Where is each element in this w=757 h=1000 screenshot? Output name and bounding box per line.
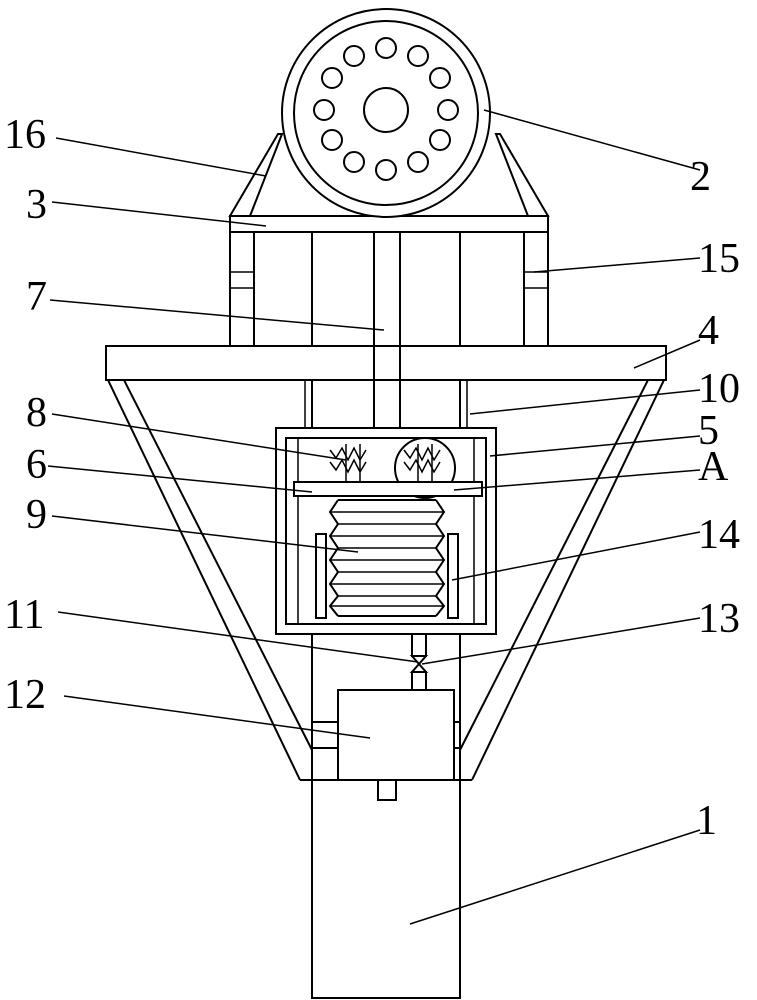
- guide-bars: [315, 533, 459, 619]
- label-15: 15: [698, 236, 740, 282]
- label-9: 9: [26, 492, 47, 538]
- pressure-plate: [293, 481, 483, 497]
- label-14: 14: [698, 512, 740, 558]
- detail-circle-a: [394, 437, 456, 499]
- wheel-bracket: [228, 133, 550, 217]
- part-labels: 16 2 3 15 7 4 10 8 5 6 A 9 14 11 13 12 1: [4, 112, 740, 844]
- label-5: 5: [698, 408, 719, 454]
- label-a: A: [698, 444, 729, 490]
- platform-plate: [105, 345, 667, 381]
- label-4: 4: [698, 308, 719, 354]
- bellows: [328, 499, 446, 617]
- label-8: 8: [26, 390, 47, 436]
- label-11: 11: [4, 592, 44, 638]
- label-13: 13: [698, 596, 740, 642]
- motor-block: [311, 689, 461, 801]
- triangular-support-frame: [107, 379, 665, 781]
- label-6: 6: [26, 442, 47, 488]
- housing-box: [275, 427, 497, 635]
- wheel: [281, 8, 491, 218]
- upper-frame: [229, 215, 549, 347]
- vertical-rod: [373, 346, 401, 428]
- leader-lines: [47, 109, 701, 925]
- wheel-holes: [313, 37, 459, 181]
- label-10: 10: [698, 366, 740, 412]
- label-3: 3: [26, 182, 47, 228]
- label-2: 2: [690, 154, 711, 200]
- label-16: 16: [4, 112, 46, 158]
- label-7: 7: [26, 274, 47, 320]
- label-12: 12: [4, 672, 46, 718]
- label-1: 1: [696, 798, 717, 844]
- base-column: [311, 779, 461, 999]
